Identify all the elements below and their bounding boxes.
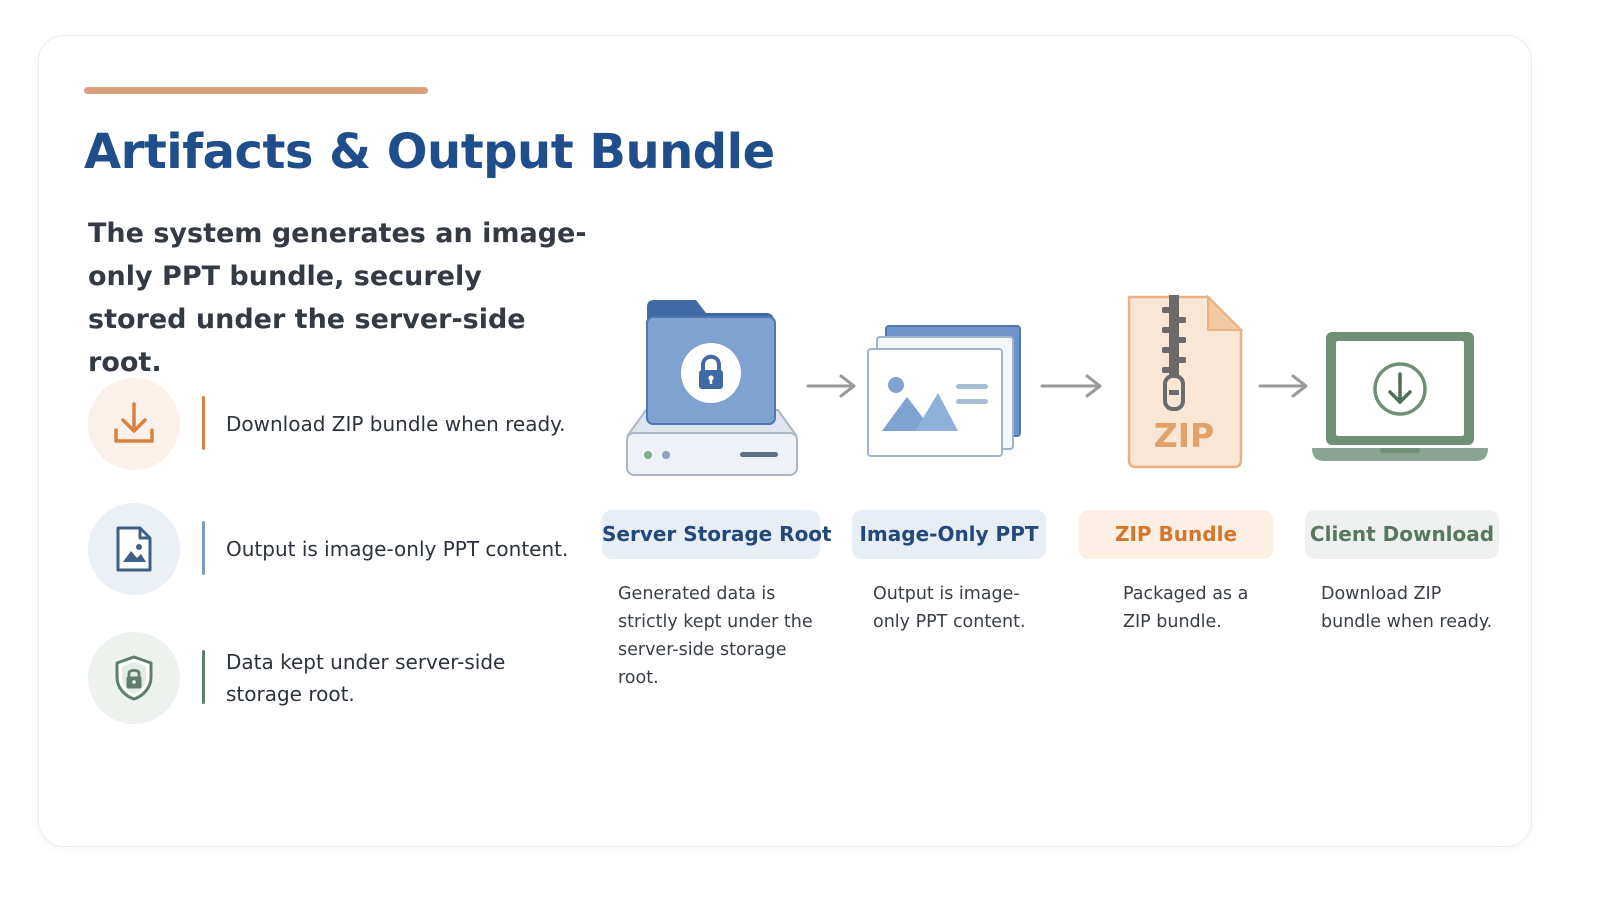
stage-label-image-only-ppt: Image-Only PPT <box>852 510 1046 559</box>
server-folder-lock-icon <box>622 295 802 480</box>
image-slides-icon <box>865 323 1030 461</box>
stage-label-zip-bundle: ZIP Bundle <box>1079 510 1273 559</box>
download-icon <box>88 378 180 470</box>
intro-text: The system generates an image-only PPT b… <box>88 218 587 378</box>
feature-divider <box>202 650 205 704</box>
stage-label-client-download: Client Download <box>1305 510 1499 559</box>
accent-bar <box>84 87 428 94</box>
feature-text: Output is image-only PPT content. <box>226 537 569 561</box>
stage-description: Output is image-only PPT content. <box>873 584 1026 632</box>
feature-image-only: Output is image-only PPT content. <box>88 503 608 595</box>
zip-file-icon: ZIP <box>1122 292 1246 472</box>
laptop-download-icon <box>1310 328 1490 464</box>
stage-description: Generated data is strictly kept under th… <box>618 584 813 688</box>
feature-storage-root: Data kept under server-side storage root… <box>88 632 608 724</box>
arrow-right-icon <box>1258 372 1310 404</box>
arrow-right-icon <box>1040 372 1104 404</box>
shield-lock-icon <box>88 632 180 724</box>
feature-divider <box>202 396 205 450</box>
feature-divider <box>202 521 205 575</box>
stage-description: Download ZIP bundle when ready. <box>1321 584 1493 632</box>
stage-description: Packaged as a ZIP bundle. <box>1123 584 1249 632</box>
feature-text: Download ZIP bundle when ready. <box>226 412 566 436</box>
zip-icon-label: ZIP <box>1153 416 1215 455</box>
stage-label-server-storage-root: Server Storage Root <box>602 510 832 559</box>
image-file-icon <box>88 503 180 595</box>
slide-title: Artifacts & Output Bundle <box>84 124 775 180</box>
feature-text: Data kept under server-side storage root… <box>226 650 506 706</box>
arrow-right-icon <box>806 372 858 404</box>
feature-download: Download ZIP bundle when ready. <box>88 378 608 470</box>
